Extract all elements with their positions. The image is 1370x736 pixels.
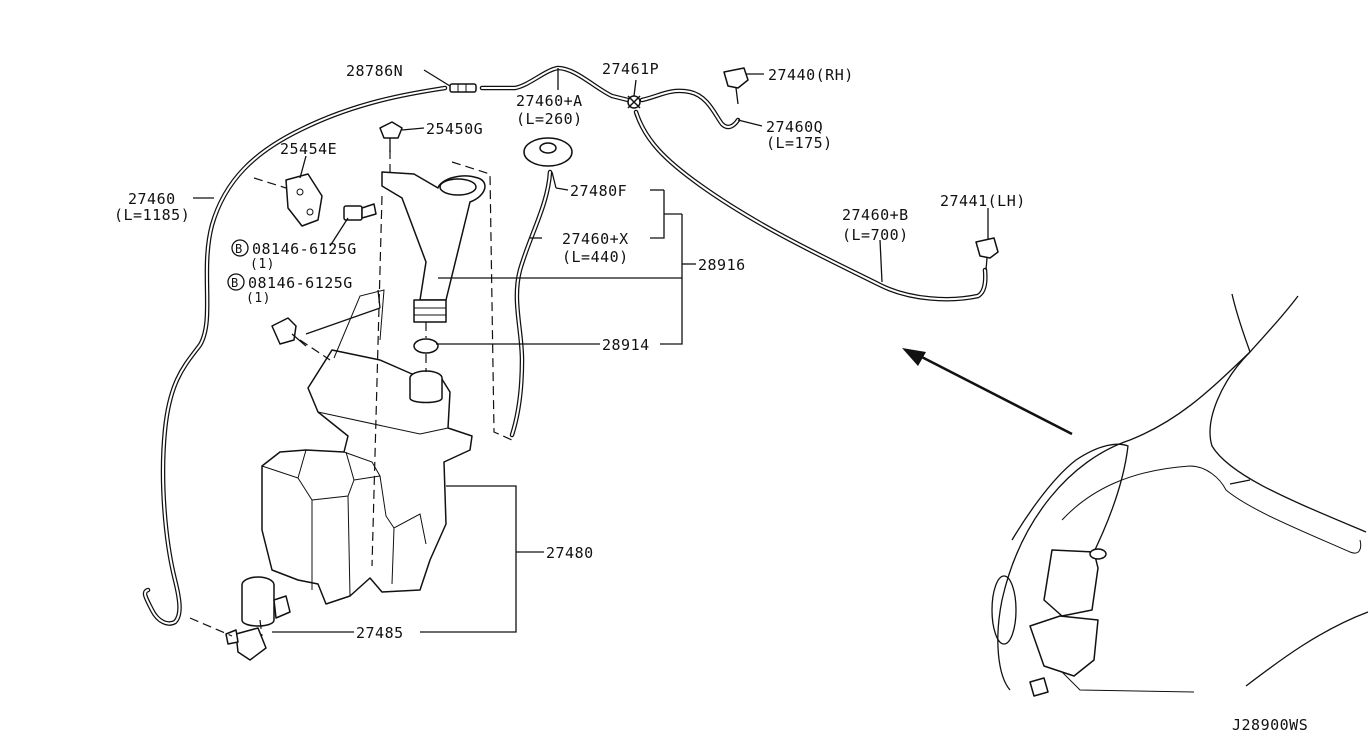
label-bolt-1-qty: (1) [250, 257, 275, 272]
seal-ring-28914 [413, 338, 439, 354]
label-27460-a: 27460+A [516, 92, 583, 110]
hose-27460-x [509, 169, 553, 438]
main-hose-27460 [142, 85, 448, 626]
label-27460-x: 27460+X [562, 230, 629, 248]
label-27460-x-length: (L=440) [562, 248, 629, 266]
filler-neck-28916 [381, 171, 486, 323]
label-bolt-2-qty: (1) [246, 291, 271, 306]
level-sensor-cap-25450g [379, 121, 403, 152]
level-sensor-plug [343, 203, 377, 221]
label-bolt-1: 08146-6125G [252, 240, 357, 258]
label-27461p: 27461P [602, 60, 659, 78]
label-bolt-1-symbol: B [235, 242, 243, 256]
washer-pump-27485 [225, 576, 291, 661]
assembly-guide-lines [189, 150, 513, 637]
label-27460q: 27460Q [766, 118, 823, 136]
bolt-symbol-icon [227, 273, 245, 291]
label-bolt-2: 08146-6125G [248, 274, 353, 292]
label-27460-a-length: (L=260) [516, 110, 583, 128]
label-25450g: 25450G [426, 120, 483, 138]
label-28914: 28914 [602, 336, 650, 354]
label-25454e: 25454E [280, 140, 337, 158]
filler-neck-cap-27480f [523, 137, 573, 167]
diagram-code: J28900WS [1232, 716, 1308, 734]
leader-lines [193, 68, 989, 633]
bracket-25454e [285, 173, 323, 227]
label-28786n: 28786N [346, 62, 403, 80]
label-27460-b-length: (L=700) [842, 226, 909, 244]
label-27440-rh: 27440(RH) [768, 66, 854, 84]
label-27460-length: (L=1185) [114, 206, 190, 224]
label-28916: 28916 [698, 256, 746, 274]
part-labels: 28786N 27460+A (L=260) 27461P 27440(RH) … [114, 60, 1308, 734]
bolt-08146-6125g [271, 317, 307, 347]
label-27480f: 27480F [570, 182, 627, 200]
label-27480: 27480 [546, 544, 594, 562]
check-valve-27461p [627, 95, 641, 109]
vehicle-locator-inset [991, 293, 1369, 697]
bolt-symbol-icon [231, 239, 249, 257]
label-27485: 27485 [356, 624, 404, 642]
label-27460: 27460 [128, 190, 176, 208]
label-bolt-2-symbol: B [231, 276, 239, 290]
washer-nozzle-rh-27440 [723, 67, 749, 105]
washer-nozzle-lh-27441 [975, 237, 999, 271]
label-27460-b: 27460+B [842, 206, 909, 224]
label-27441-lh: 27441(LH) [940, 192, 1026, 210]
direction-arrow-icon [902, 348, 1073, 436]
label-27460q-length: (L=175) [766, 134, 833, 152]
hose-27460-b [633, 109, 988, 302]
hose-27460-q [639, 88, 741, 130]
connector-28786n [449, 83, 477, 93]
washer-tank-27480 [261, 289, 473, 605]
